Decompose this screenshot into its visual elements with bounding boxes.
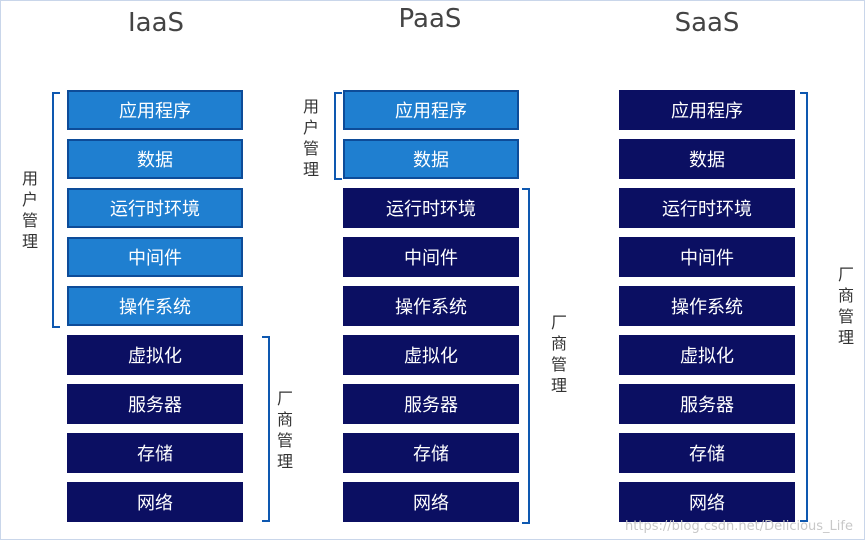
- iaas-layer-servers: 服务器: [67, 384, 243, 424]
- iaas-layer-runtime: 运行时环境: [67, 188, 243, 228]
- paas-layer-runtime: 运行时环境: [343, 188, 519, 228]
- saas-layer-storage: 存储: [619, 433, 795, 473]
- paas-user-label: 用户管理: [302, 97, 319, 179]
- iaas-vendor-label: 厂商管理: [276, 389, 293, 471]
- iaas-layer-network: 网络: [67, 482, 243, 522]
- iaas-layer-data: 数据: [67, 139, 243, 179]
- saas-layer-network: 网络: [619, 482, 795, 522]
- iaas-title: IaaS: [127, 8, 185, 38]
- paas-layer-network: 网络: [343, 482, 519, 522]
- paas-layer-middleware: 中间件: [343, 237, 519, 277]
- iaas-vendor-brace: [262, 336, 270, 522]
- paas-title: PaaS: [398, 4, 462, 34]
- saas-layer-middleware: 中间件: [619, 237, 795, 277]
- paas-layer-storage: 存储: [343, 433, 519, 473]
- paas-user-brace: [334, 92, 342, 180]
- iaas-layer-storage: 存储: [67, 433, 243, 473]
- watermark-url: https://blog.csdn.net/Delicious_Life: [625, 519, 853, 534]
- iaas-layer-virtualization: 虚拟化: [67, 335, 243, 375]
- saas-vendor-brace: [800, 92, 808, 522]
- iaas-layer-os: 操作系统: [67, 286, 243, 326]
- saas-layer-data: 数据: [619, 139, 795, 179]
- iaas-layer-middleware: 中间件: [67, 237, 243, 277]
- saas-layer-os: 操作系统: [619, 286, 795, 326]
- saas-layer-virtualization: 虚拟化: [619, 335, 795, 375]
- paas-layer-os: 操作系统: [343, 286, 519, 326]
- saas-layer-applications: 应用程序: [619, 90, 795, 130]
- paas-vendor-label: 厂商管理: [550, 313, 567, 395]
- paas-layer-data: 数据: [343, 139, 519, 179]
- paas-layer-applications: 应用程序: [343, 90, 519, 130]
- iaas-layer-applications: 应用程序: [67, 90, 243, 130]
- saas-layer-runtime: 运行时环境: [619, 188, 795, 228]
- paas-layer-servers: 服务器: [343, 384, 519, 424]
- saas-vendor-label: 厂商管理: [837, 265, 854, 347]
- iaas-user-label: 用户管理: [21, 169, 38, 251]
- saas-layer-servers: 服务器: [619, 384, 795, 424]
- paas-layer-virtualization: 虚拟化: [343, 335, 519, 375]
- iaas-user-brace: [52, 92, 60, 328]
- paas-vendor-brace: [522, 188, 530, 524]
- saas-title: SaaS: [674, 8, 740, 38]
